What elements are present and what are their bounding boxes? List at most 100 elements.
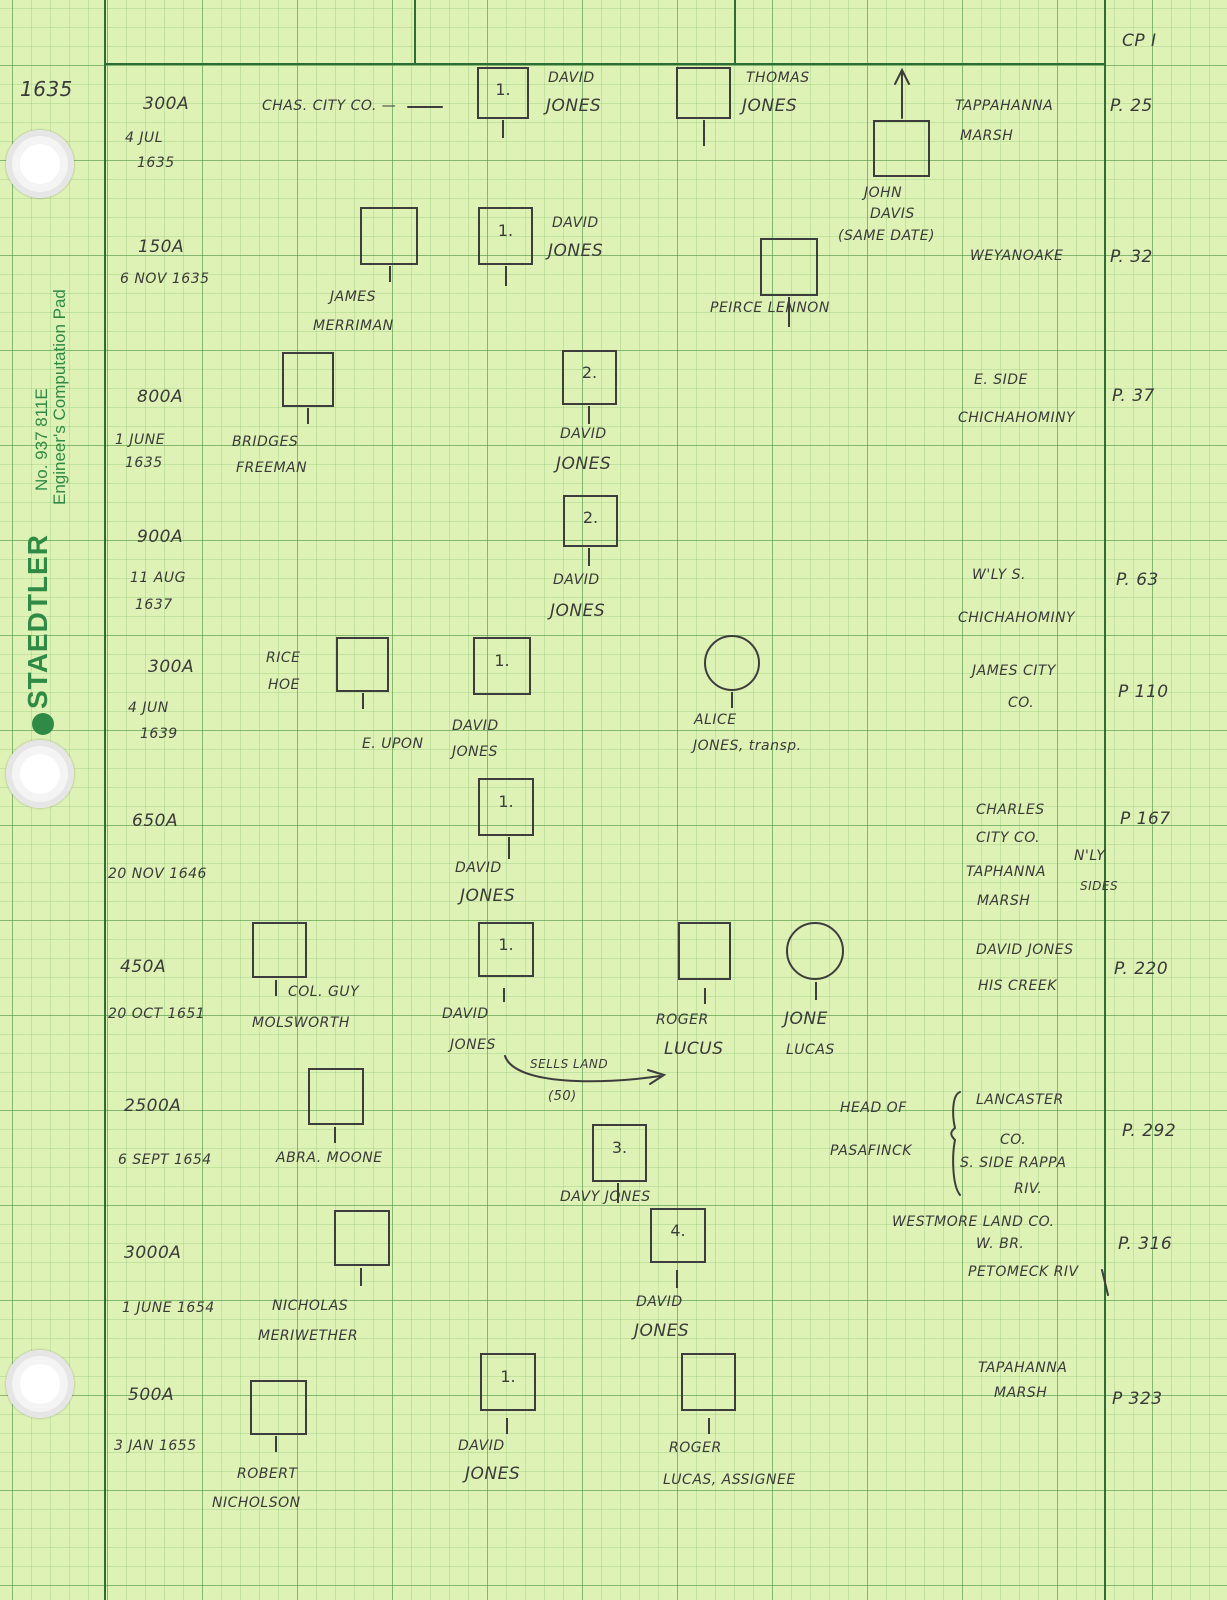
- location: CITY CO.: [976, 830, 1041, 846]
- location-brace: [950, 1091, 961, 1196]
- neighbor-name: LUCAS: [786, 1042, 835, 1058]
- neighbor-name: JONE: [784, 1009, 828, 1029]
- neighbor-box: [760, 238, 818, 296]
- box-tick: [275, 980, 277, 996]
- neighbor-name: LUCAS, ASSIGNEE: [663, 1472, 796, 1488]
- location-note: N'LY: [1074, 848, 1106, 864]
- grantee-name: JONES: [450, 1037, 496, 1053]
- grantee-box: 1.: [473, 637, 531, 695]
- neighbor-name: FREEMAN: [236, 460, 308, 476]
- location: DAVID JONES: [976, 942, 1074, 958]
- location: TAPHANNA: [966, 864, 1046, 880]
- location: CO.: [1008, 695, 1035, 711]
- grantee-box: 1.: [478, 207, 533, 265]
- location-head: HEAD OF: [840, 1100, 907, 1116]
- left-margin-line: [104, 0, 106, 1600]
- box-tick: [703, 120, 705, 146]
- right-tick-mark: [1101, 1269, 1109, 1296]
- circle-tick: [731, 692, 733, 708]
- grantee-box: 1.: [477, 67, 529, 119]
- location-note: SIDES: [1080, 879, 1119, 893]
- neighbor-name: MERIWETHER: [258, 1328, 359, 1344]
- date: 6 NOV 1635: [120, 271, 210, 287]
- neighbor-note: (SAME DATE): [838, 228, 935, 244]
- date: 3 JAN 1655: [114, 1438, 197, 1454]
- box-tick: [506, 1418, 508, 1434]
- acres: 650A: [132, 811, 179, 831]
- page-ref: P. 220: [1114, 959, 1169, 979]
- location: JAMES CITY: [972, 663, 1056, 679]
- grantee-name: JONES: [452, 744, 498, 760]
- right-margin-line: [1104, 0, 1106, 1600]
- neighbor-name: JONES, transp.: [693, 738, 802, 754]
- acres: 500A: [128, 1385, 175, 1405]
- neighbor-name: DAVIS: [870, 206, 915, 222]
- location: TAPPAHANNA: [955, 98, 1054, 114]
- neighbor-circle: [786, 922, 844, 980]
- grantee-box: 1.: [478, 922, 534, 977]
- location: MARSH: [960, 128, 1014, 144]
- grantee-name: DAVID: [452, 718, 499, 734]
- top-border-line: [104, 63, 1106, 65]
- acres: 800A: [137, 387, 184, 407]
- box-tick: [708, 1418, 710, 1434]
- neighbor-name: MOLSWORTH: [252, 1015, 350, 1031]
- grantee-name: JONES: [460, 886, 516, 906]
- neighbor-name: JAMES: [330, 289, 377, 305]
- sale-note: SELLS LAND: [530, 1057, 609, 1071]
- neighbor-name: THOMAS: [746, 70, 810, 86]
- acres: 450A: [120, 957, 167, 977]
- neighbor-name: NICHOLAS: [272, 1298, 349, 1314]
- neighbor-name: ALICE: [694, 712, 737, 728]
- box-tick: [505, 266, 507, 286]
- sale-arrow-line: [504, 1055, 661, 1083]
- box-tick: [617, 1183, 619, 1203]
- grantee-name: JONES: [548, 241, 604, 261]
- location: MARSH: [994, 1385, 1048, 1401]
- box-tick: [360, 1268, 362, 1286]
- grantee-name: DAVID: [560, 426, 607, 442]
- grantee-box: 1.: [480, 1353, 536, 1411]
- neighbor-box: [308, 1068, 364, 1125]
- location: HIS CREEK: [978, 978, 1057, 994]
- acres: 3000A: [124, 1243, 182, 1263]
- page-ref: P 110: [1118, 682, 1169, 702]
- grantee-name: DAVID: [553, 572, 600, 588]
- date: 4 JUL: [125, 130, 164, 146]
- neighbor-box: [676, 67, 731, 119]
- acres: 900A: [137, 527, 184, 547]
- grantee-name: DAVID: [548, 70, 595, 86]
- date: 1635: [137, 155, 175, 171]
- location: WEYANOAKE: [970, 248, 1064, 264]
- neighbor-name: RICE: [266, 650, 301, 666]
- location: PETOMECK RIV: [968, 1264, 1079, 1280]
- neighbor-name: JOHN: [864, 185, 903, 201]
- binder-hole: [6, 130, 74, 198]
- grantee-box: 3.: [592, 1124, 647, 1182]
- neighbor-name: ROGER: [656, 1012, 709, 1028]
- box-tick: [502, 120, 504, 138]
- date: 6 SEPT 1654: [118, 1152, 212, 1168]
- location: MARSH: [977, 893, 1031, 909]
- box-tick: [704, 988, 706, 1004]
- date: 1 JUNE 1654: [122, 1300, 215, 1316]
- page-ref: P. 25: [1110, 96, 1153, 116]
- date: 20 OCT 1651: [108, 1006, 206, 1022]
- box-tick: [788, 297, 790, 327]
- neighbor-note: E. UPON: [362, 736, 424, 752]
- neighbor-box: [250, 1380, 307, 1435]
- neighbor-name: HOE: [268, 677, 300, 693]
- page-ref: P. 37: [1112, 386, 1155, 406]
- year-heading: 1635: [20, 77, 73, 101]
- box-tick: [275, 1436, 277, 1452]
- grantee-name: JONES: [634, 1321, 690, 1341]
- neighbor-box: [360, 207, 418, 265]
- sale-arrow-head: [647, 1069, 667, 1085]
- box-tick: [389, 266, 391, 282]
- location: CHICHAHOMINY: [958, 610, 1076, 626]
- date: 20 NOV 1646: [108, 866, 207, 882]
- box-tick: [676, 1270, 678, 1288]
- grantee-name: DAVID: [442, 1006, 489, 1022]
